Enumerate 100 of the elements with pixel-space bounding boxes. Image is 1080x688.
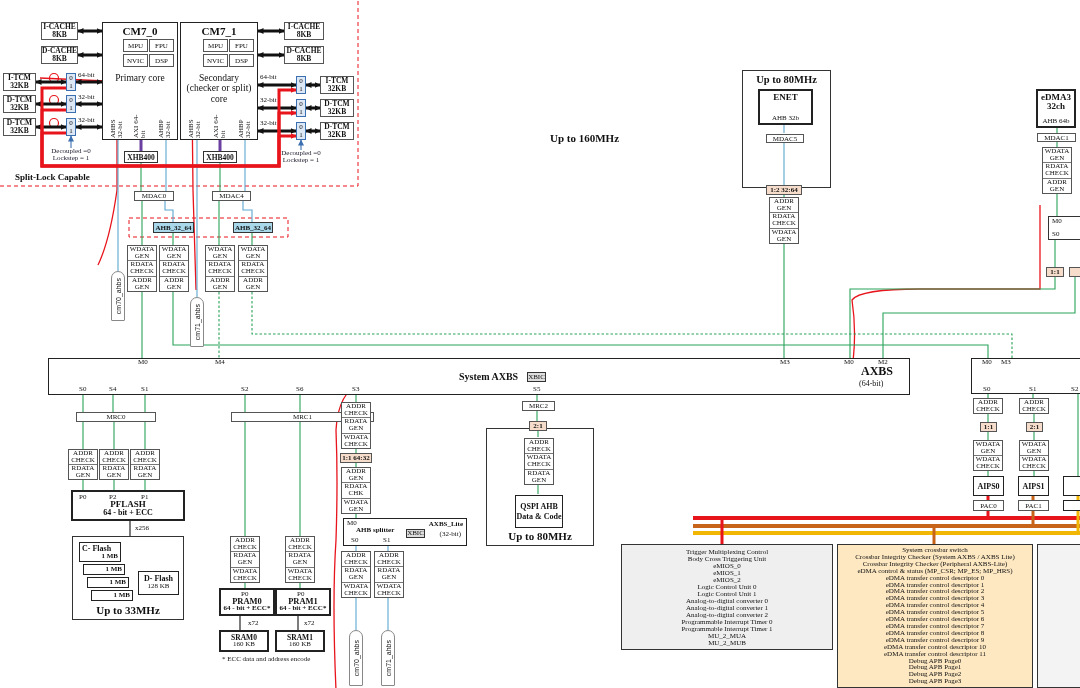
connector-line	[299, 582, 301, 589]
connector-line	[113, 479, 115, 491]
crossbar-width: (64-bit)	[859, 379, 884, 388]
connector-line	[987, 431, 989, 441]
connector-line	[987, 413, 989, 423]
core-name: CM7_0	[122, 25, 158, 37]
crossbar-type: AXBS	[861, 364, 893, 379]
connector-line	[355, 597, 357, 631]
core-block	[102, 22, 178, 140]
check-stack	[1019, 440, 1049, 471]
connector-line	[1076, 496, 1080, 500]
connector-line	[783, 243, 785, 359]
connector-line	[82, 394, 84, 413]
double-arrow	[35, 124, 67, 130]
check-stack	[127, 245, 157, 292]
double-arrow	[305, 105, 321, 111]
connector-line	[129, 520, 131, 537]
connector-line	[164, 200, 174, 223]
controller-box	[1037, 133, 1076, 142]
memory-box	[138, 571, 179, 595]
signal-tag	[381, 630, 395, 686]
connector-line	[144, 394, 146, 413]
memory-box	[275, 588, 331, 616]
connector-line	[355, 513, 357, 519]
master-box	[758, 89, 813, 125]
arrow	[298, 139, 304, 151]
connector-line	[239, 615, 241, 631]
clock-domain-frame	[742, 70, 831, 188]
connector-line	[244, 394, 246, 413]
double-arrow	[257, 82, 297, 88]
unit-box	[149, 54, 174, 67]
unit-box	[123, 39, 148, 52]
connector-line	[536, 410, 538, 422]
connector-line	[244, 139, 246, 192]
connector-line	[355, 462, 357, 468]
controller-box	[212, 191, 251, 201]
connector-line	[117, 139, 119, 272]
check-stack	[524, 438, 554, 485]
unit-box	[203, 39, 228, 52]
connector-line	[141, 200, 143, 246]
connector-line	[144, 421, 146, 450]
clock-domain-frame	[486, 428, 594, 546]
peripheral-panel	[1037, 544, 1080, 688]
memory-box	[219, 588, 275, 616]
memory-box	[83, 564, 125, 575]
connector-line	[244, 582, 246, 589]
connector-line	[1033, 413, 1035, 423]
connector-line	[251, 232, 253, 246]
connector-line	[218, 291, 220, 359]
check-stack	[769, 197, 799, 244]
connector-line	[355, 448, 357, 454]
double-arrow	[257, 52, 285, 58]
check-stack	[130, 449, 160, 480]
double-arrow	[75, 101, 103, 107]
connector-line	[987, 470, 989, 477]
connector-line	[720, 511, 990, 544]
bridge-label: AIPS0	[977, 481, 1000, 491]
controller-box	[134, 191, 174, 201]
memory-box	[3, 73, 36, 91]
frequency-label: Up to 80MHz	[507, 530, 573, 542]
controller-box	[1018, 500, 1049, 511]
check-stack	[159, 245, 189, 292]
master-box	[1036, 89, 1076, 128]
master-name: ENET	[773, 93, 798, 102]
double-arrow	[257, 28, 285, 34]
bridge-box	[973, 476, 1004, 496]
check-stack	[341, 551, 371, 598]
connector-line	[299, 394, 301, 413]
connector-line	[82, 479, 84, 491]
crossbar-name: System AXBS	[459, 371, 519, 382]
connector-line	[1077, 393, 1079, 477]
connector-line	[196, 139, 198, 298]
connector-line	[355, 394, 357, 403]
double-arrow	[77, 28, 103, 34]
double-arrow	[257, 128, 297, 134]
connector-line	[144, 479, 146, 491]
memory-name: PRAM0	[232, 596, 262, 606]
memory-box	[219, 630, 269, 652]
memory-box	[87, 577, 129, 588]
memory-box	[275, 630, 325, 652]
connector-line	[139, 140, 143, 151]
connector-line	[987, 393, 989, 399]
core-role: Primary core	[114, 73, 166, 84]
memory-box	[91, 590, 133, 601]
check-stack	[374, 551, 404, 598]
core-name: CM7_1	[201, 25, 237, 37]
bridge-box	[1018, 476, 1049, 496]
signal-tag	[349, 630, 363, 686]
connector-line	[244, 421, 246, 537]
connector-line	[1056, 141, 1058, 148]
multiplexer	[66, 95, 76, 113]
connector-line	[1056, 127, 1058, 134]
connector-line	[82, 421, 84, 450]
connector-line	[537, 483, 539, 495]
connector-line	[387, 597, 389, 631]
connector-line	[783, 123, 785, 134]
memory-name: PRAM1	[288, 596, 318, 606]
connector-line	[165, 139, 167, 192]
memory-box	[79, 542, 121, 562]
signal-tag	[190, 297, 204, 347]
